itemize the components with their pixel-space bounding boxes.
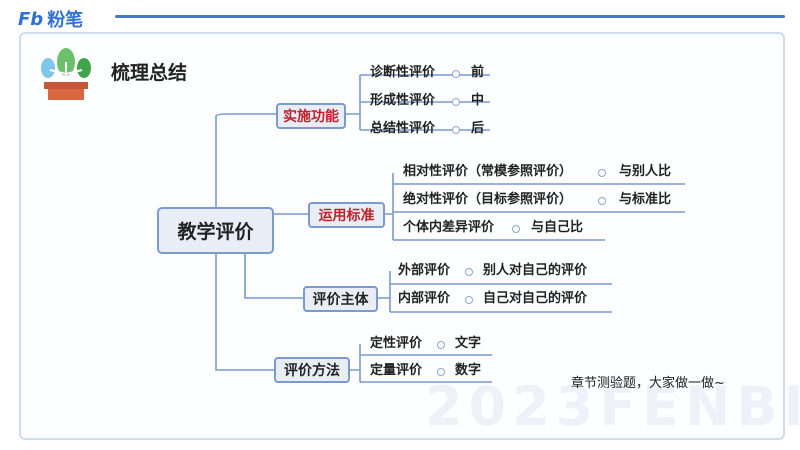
watermark: 2023FENBI — [425, 375, 800, 438]
leaf-value: 前 — [471, 65, 485, 80]
connector-dot — [452, 98, 460, 106]
leaf-value: 别人对自己的评价 — [483, 263, 588, 278]
content-frame — [19, 32, 785, 440]
central-node: 教学评价 — [157, 207, 274, 254]
leaf-label: 形成性评价 — [370, 93, 436, 108]
leaf-label: 诊断性评价 — [370, 65, 436, 80]
brand-logo-mark: Fb — [18, 8, 44, 30]
connector-dot — [512, 225, 520, 233]
leaf-value: 文字 — [455, 336, 482, 351]
leaf-value: 与别人比 — [619, 164, 672, 179]
leaf-label: 总结性评价 — [370, 121, 436, 136]
brand-name: 粉笔 — [47, 10, 84, 31]
leaf-label: 个体内差异评价 — [403, 220, 495, 235]
leaf-label: 内部评价 — [398, 291, 451, 306]
leaf-value: 与标准比 — [619, 192, 672, 207]
connector-dot — [465, 296, 473, 304]
page-title: 梳理总结 — [111, 62, 188, 84]
connector-dot — [452, 126, 460, 134]
connector-dot — [598, 197, 606, 205]
connector-dot — [437, 368, 445, 376]
leaf-label: 外部评价 — [398, 263, 451, 278]
branch-node-function: 实施功能 — [276, 103, 346, 129]
leaf-value: 数字 — [455, 363, 482, 378]
leaf-value: 后 — [471, 121, 485, 136]
leaf-label: 绝对性评价（目标参照评价） — [403, 192, 573, 207]
leaf-value: 中 — [471, 93, 485, 108]
branch-node-method: 评价方法 — [274, 357, 350, 383]
footer-note: 章节测验题，大家做一做~ — [571, 376, 725, 391]
header-rule — [115, 15, 785, 18]
leaf-label: 定性评价 — [370, 336, 423, 351]
leaf-value: 与自己比 — [531, 220, 584, 235]
branch-node-subject: 评价主体 — [303, 286, 378, 312]
leaf-label: 相对性评价（常模参照评价） — [403, 164, 573, 179]
leaf-value: 自己对自己的评价 — [483, 291, 588, 306]
branch-node-standard: 运用标准 — [308, 202, 385, 228]
connector-dot — [437, 341, 445, 349]
leaf-label: 定量评价 — [370, 363, 423, 378]
connector-dot — [452, 70, 460, 78]
connector-dot — [598, 169, 606, 177]
brand-logo: Fb 粉笔 — [18, 8, 84, 32]
plant-icon — [41, 48, 91, 100]
connector-dot — [465, 268, 473, 276]
